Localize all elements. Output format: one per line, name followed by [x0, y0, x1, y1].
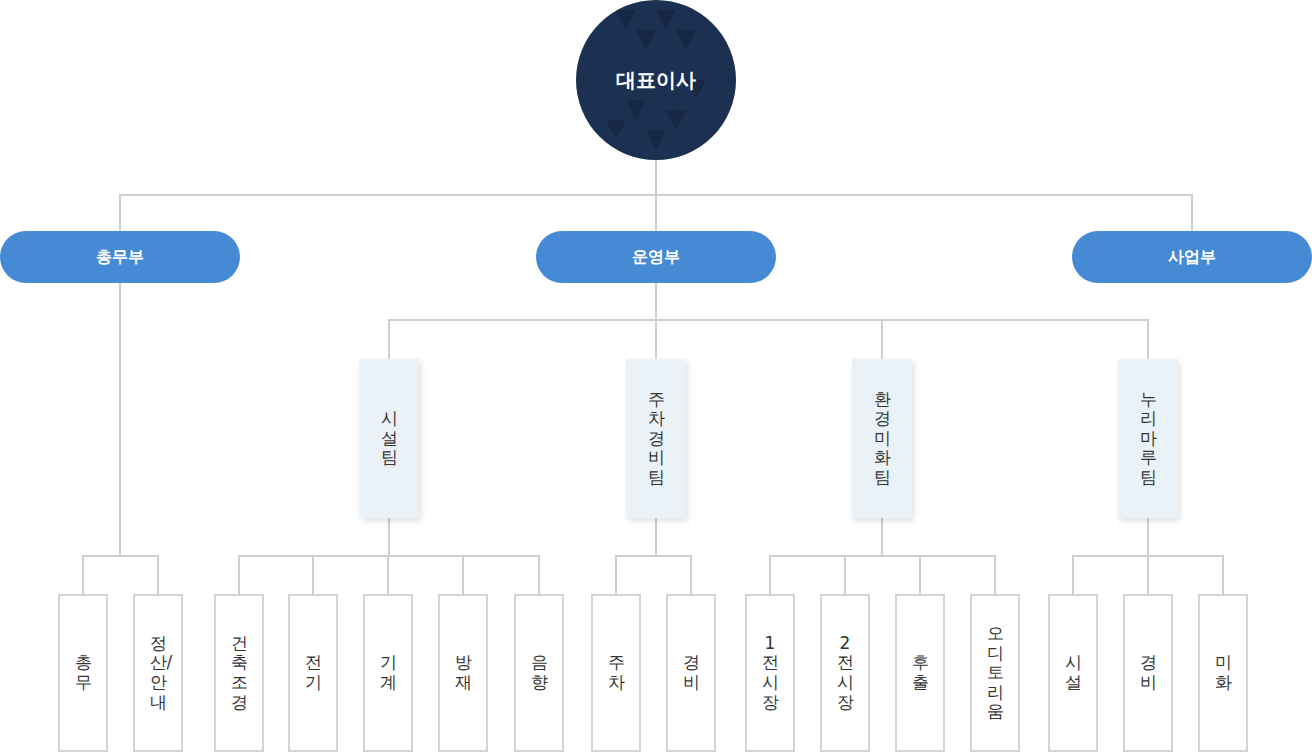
unit-box: 전기	[288, 594, 338, 752]
unit-box: 2전시장	[820, 594, 870, 752]
node-label: 주차경비팀	[648, 390, 665, 488]
node-label: 방재	[455, 653, 472, 692]
node-label: 1전시장	[762, 634, 779, 712]
unit-box: 시설	[1048, 594, 1098, 752]
node-label: 대표이사	[616, 67, 696, 94]
department-pill: 총무부	[0, 231, 240, 283]
node-label: 시설팀	[381, 409, 398, 468]
node-label: 오디토리움	[987, 624, 1004, 722]
node-label: 시설	[1065, 653, 1082, 692]
pattern-triangle	[656, 10, 676, 30]
node-label: 운영부	[632, 247, 680, 268]
org-connector	[120, 283, 158, 594]
team-box: 주차경비팀	[626, 359, 686, 518]
org-connector	[616, 518, 656, 594]
org-connector	[656, 518, 691, 594]
org-connector	[239, 518, 389, 594]
node-label: 총무부	[96, 247, 144, 268]
org-connector	[1073, 518, 1148, 594]
unit-box: 경비	[666, 594, 716, 752]
department-pill: 운영부	[536, 231, 776, 283]
pattern-triangle	[626, 100, 646, 120]
unit-box: 주차	[591, 594, 641, 752]
unit-box: 총무	[58, 594, 108, 752]
unit-box: 기계	[363, 594, 413, 752]
node-label: 건축조경	[231, 634, 248, 712]
pattern-triangle	[666, 110, 686, 130]
org-connector	[389, 283, 656, 359]
team-box: 누리마루팀	[1118, 359, 1178, 518]
node-label: 미화	[1215, 653, 1232, 692]
pattern-triangle	[606, 120, 626, 140]
unit-box: 1전시장	[745, 594, 795, 752]
pattern-triangle	[646, 130, 666, 150]
org-connector	[882, 518, 995, 594]
department-pill: 사업부	[1072, 231, 1312, 283]
unit-box: 경비	[1123, 594, 1173, 752]
unit-box: 후출	[895, 594, 945, 752]
pattern-triangle	[616, 10, 636, 30]
pattern-triangle	[636, 30, 656, 50]
org-connector	[313, 518, 389, 594]
node-label: 총무	[75, 653, 92, 692]
node-label: 환경미화팀	[874, 390, 891, 488]
org-connector	[120, 160, 656, 231]
org-connector	[389, 518, 539, 594]
unit-box: 정산/안내	[133, 594, 183, 752]
node-label: 주차	[608, 653, 625, 692]
ceo-circle: 대표이사	[576, 0, 736, 160]
node-label: 2전시장	[837, 634, 854, 712]
node-label: 후출	[912, 653, 929, 692]
node-label: 경비	[1140, 653, 1157, 692]
unit-box: 오디토리움	[970, 594, 1020, 752]
node-label: 음향	[531, 653, 548, 692]
org-connector	[1148, 518, 1223, 594]
node-label: 경비	[683, 653, 700, 692]
org-connector	[656, 160, 1192, 231]
node-label: 누리마루팀	[1140, 390, 1157, 488]
org-connector	[83, 283, 120, 594]
pattern-triangle	[676, 30, 696, 50]
node-label: 전기	[305, 653, 322, 692]
node-label: 기계	[380, 653, 397, 692]
unit-box: 방재	[438, 594, 488, 752]
node-label: 사업부	[1168, 247, 1216, 268]
team-box: 시설팀	[359, 359, 419, 518]
org-connector	[770, 518, 882, 594]
unit-box: 음향	[514, 594, 564, 752]
org-connector	[845, 518, 882, 594]
unit-box: 건축조경	[214, 594, 264, 752]
team-box: 환경미화팀	[852, 359, 912, 518]
org-connector	[656, 283, 1148, 359]
node-label: 정산/안내	[150, 634, 167, 712]
unit-box: 미화	[1198, 594, 1248, 752]
